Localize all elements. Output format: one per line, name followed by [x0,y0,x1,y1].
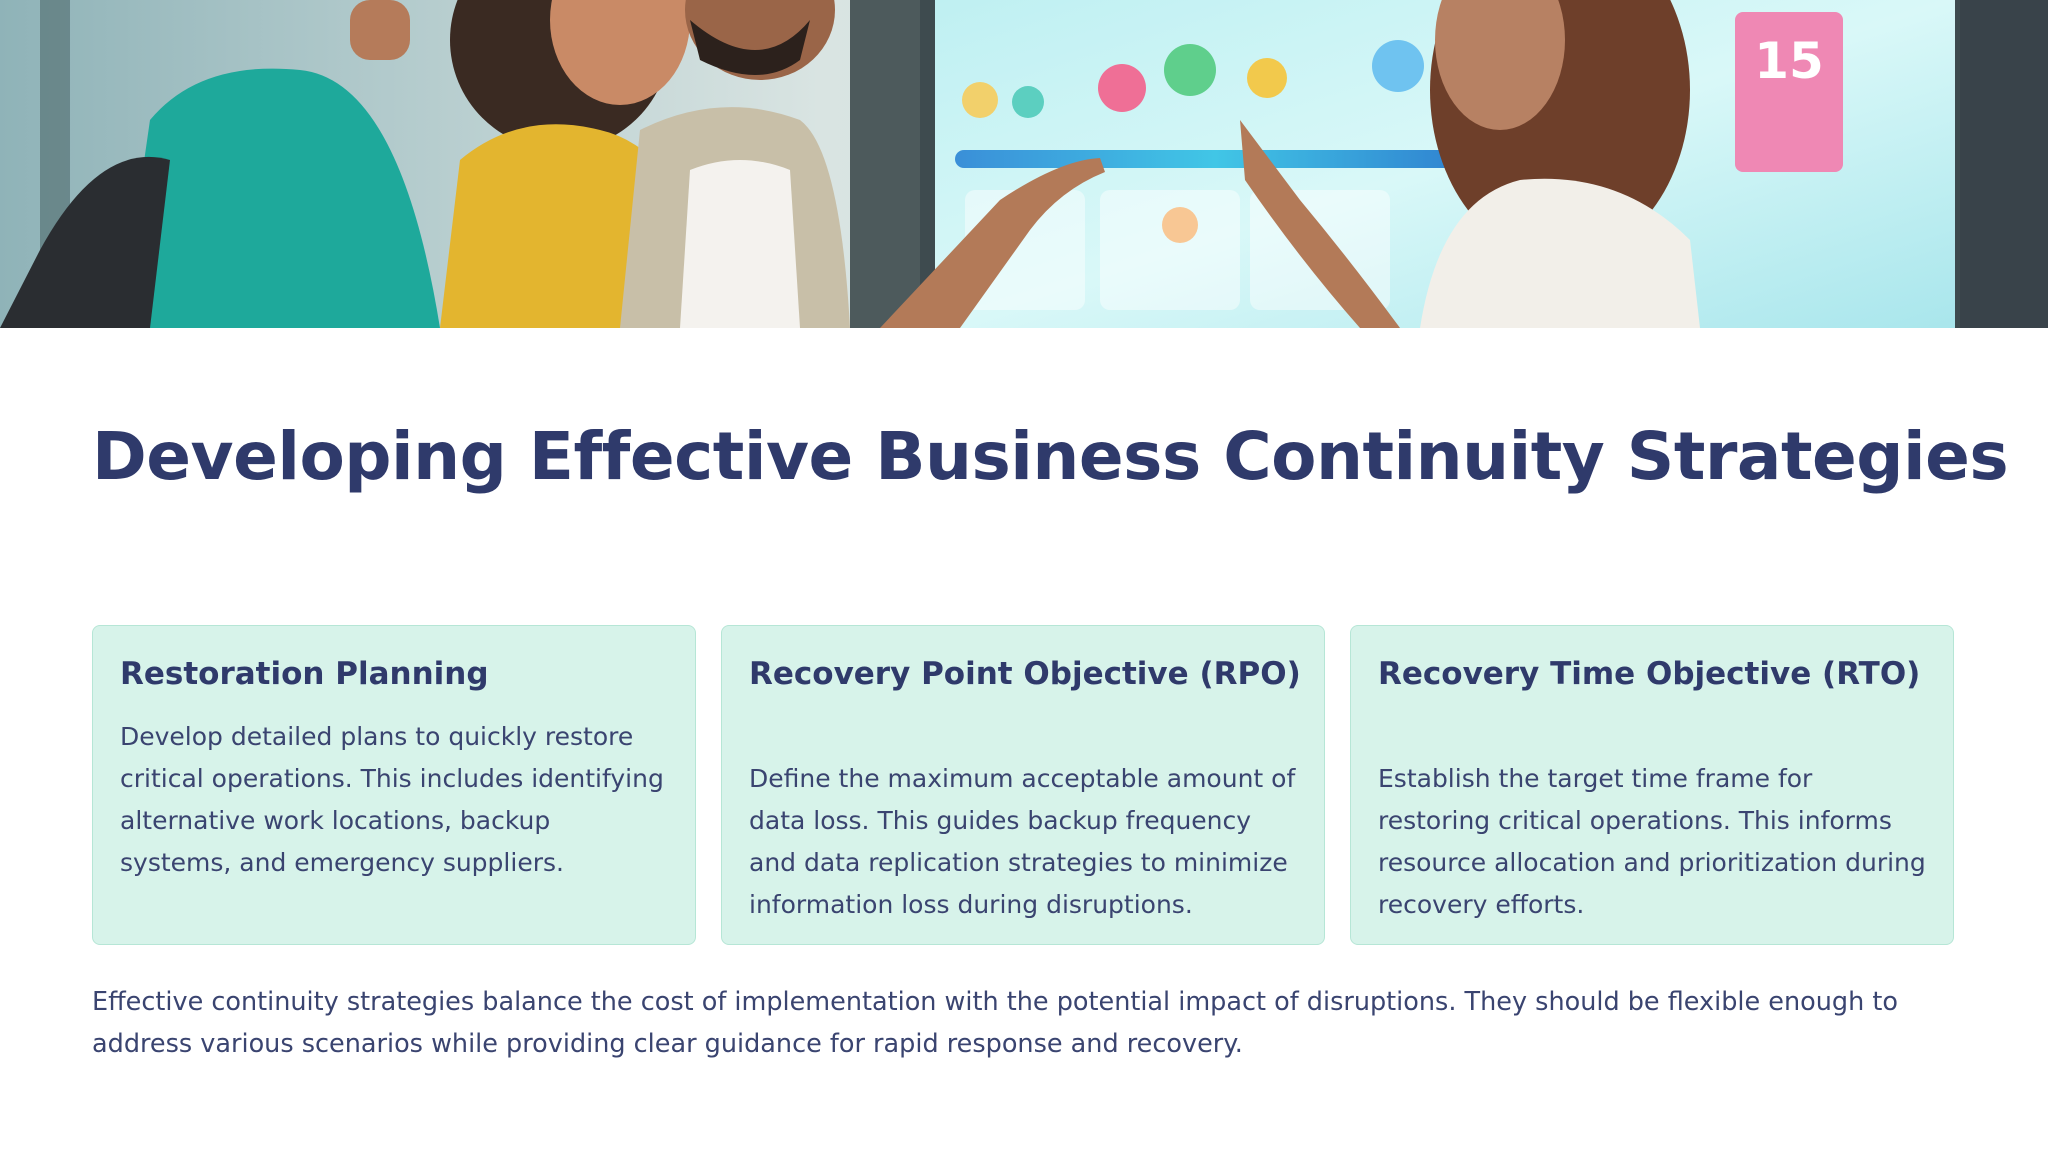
screen-badge-number: 15 [1754,32,1824,90]
card-rto: Recovery Time Objective (RTO) Establish … [1350,625,1954,945]
card-rpo: Recovery Point Objective (RPO) Define th… [721,625,1325,945]
page-title: Developing Effective Business Continuity… [92,418,2009,495]
card-body: Define the maximum acceptable amount of … [749,764,1296,920]
card-title: Recovery Time Objective (RTO) [1378,656,1921,692]
hero-image: 15 [0,0,2048,328]
card-restoration-planning: Restoration Planning Develop detailed pl… [92,625,696,945]
card-body: Develop detailed plans to quickly restor… [120,722,664,878]
strategy-cards: Restoration Planning Develop detailed pl… [92,625,1956,945]
card-body: Establish the target time frame for rest… [1378,764,1926,920]
card-title: Recovery Point Objective (RPO) [749,656,1301,692]
card-title: Restoration Planning [120,656,489,692]
summary-paragraph: Effective continuity strategies balance … [92,987,1898,1059]
